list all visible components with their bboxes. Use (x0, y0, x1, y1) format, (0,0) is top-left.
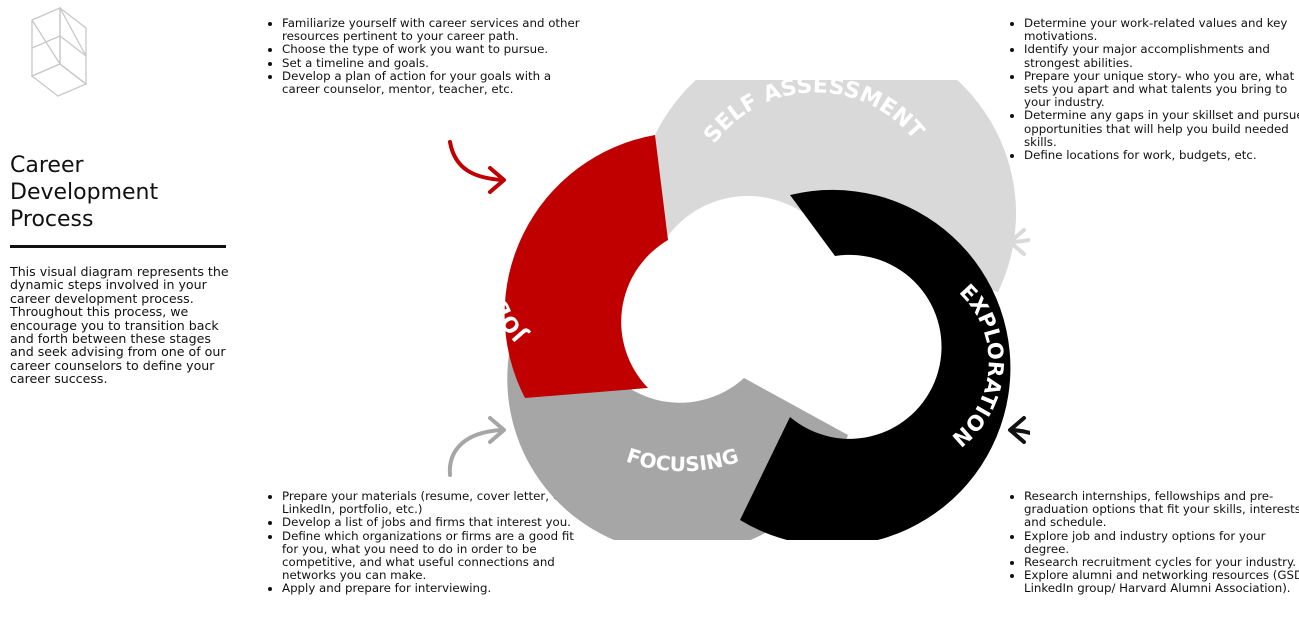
list-item: Explore alumni and networking resources … (1024, 569, 1299, 596)
list-item: Prepare your materials (resume, cover le… (282, 489, 582, 516)
intro-text: This visual diagram represents the dynam… (10, 264, 229, 387)
red-arrow-icon (448, 140, 506, 194)
list-item: Explore job and industry options for you… (1024, 529, 1299, 556)
cycle-diagram: JOB SEARCH PLAN SELF ASSESSMENT EXPLORAT… (447, 80, 1030, 540)
job-search-plan-segment (504, 135, 668, 398)
title-divider (10, 245, 226, 248)
list-item: Prepare your unique story- who you are, … (1024, 69, 1299, 110)
list-item: Develop a plan of action for your goals … (282, 69, 582, 96)
light-arrow-icon (1008, 228, 1030, 256)
list-item: Define locations for work, budgets, etc. (1024, 148, 1299, 162)
list-item: Apply and prepare for interviewing. (282, 582, 582, 595)
list-item: Define which organizations or firms are … (282, 529, 582, 583)
list-item: Identify your major accomplishments and … (1024, 43, 1299, 70)
list-item: Develop a list of jobs and firms that in… (282, 516, 582, 529)
list-item: Choose the type of work you want to purs… (282, 43, 582, 56)
list-item: Set a timeline and goals. (282, 56, 582, 70)
page-title: Career Development Process (10, 153, 159, 232)
job-search-plan-list: Familiarize yourself with career service… (268, 16, 582, 96)
list-item: Determine your work-related values and k… (1024, 16, 1299, 43)
list-item: Research internships, fellowships and pr… (1024, 489, 1299, 530)
focusing-list: Prepare your materials (resume, cover le… (268, 489, 582, 596)
self-assessment-list: Determine your work-related values and k… (1010, 16, 1299, 162)
list-item: Research recruitment cycles for your ind… (1024, 555, 1299, 569)
exploration-list: Research internships, fellowships and pr… (1010, 489, 1299, 596)
list-item: Determine any gaps in your skillset and … (1024, 109, 1299, 149)
exploration-segment (740, 189, 1011, 540)
dark-arrow-icon (1008, 416, 1030, 444)
logo-icon (30, 6, 88, 97)
gray-arrow-icon (447, 416, 506, 477)
list-item: Familiarize yourself with career service… (282, 16, 582, 43)
